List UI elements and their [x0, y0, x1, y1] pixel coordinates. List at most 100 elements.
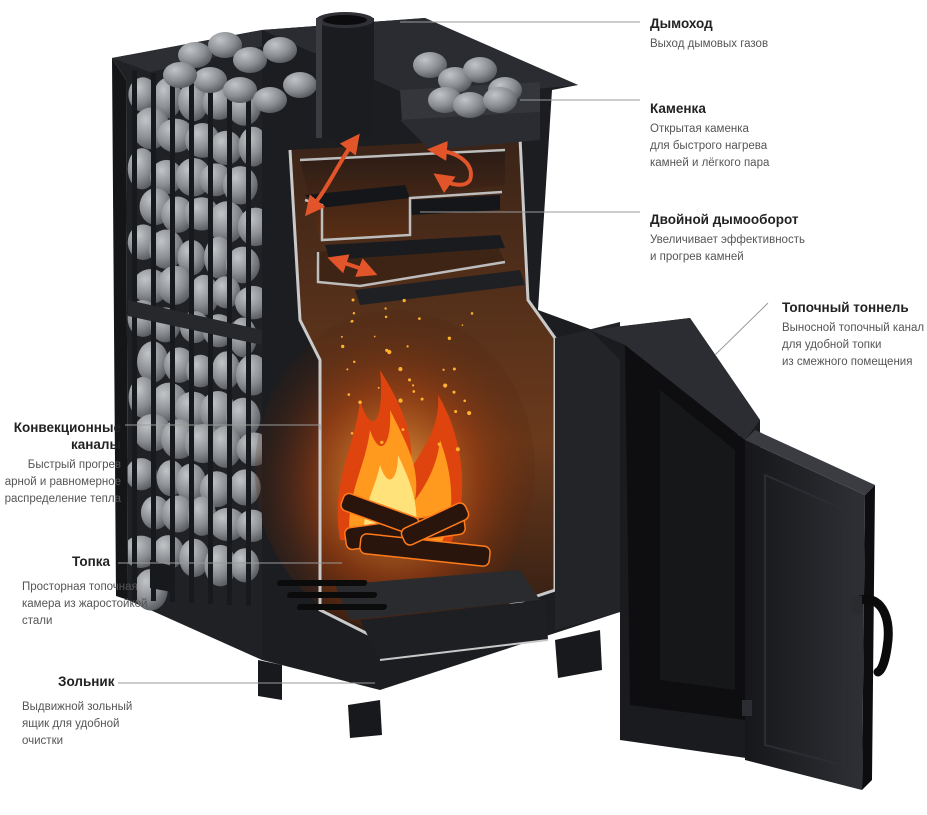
spark	[467, 410, 472, 416]
basket-bar	[208, 82, 213, 604]
basket-bar	[227, 85, 232, 605]
stone	[211, 276, 241, 309]
spark	[373, 335, 376, 338]
callout-desc: Выход дымовых газов	[650, 36, 768, 53]
callout-heater: Каменка Открытая каменка для быстрого на…	[650, 100, 769, 172]
spark	[341, 344, 345, 349]
callout-title: Каменка	[650, 101, 706, 116]
basket-bar	[189, 79, 194, 603]
spark	[346, 368, 349, 371]
stone	[156, 118, 195, 153]
spark	[455, 447, 460, 452]
stone	[208, 425, 242, 468]
callout-desc-line: распределение тепла	[4, 493, 121, 505]
callout-desc-line: Выдвижной зольный	[22, 701, 133, 713]
basket-bar	[132, 70, 137, 600]
heat-flow-arrows	[305, 133, 473, 277]
basket-bar	[246, 88, 251, 606]
callout-chimney: Дымоход Выход дымовых газов	[650, 15, 768, 53]
spark	[412, 390, 416, 393]
stone	[161, 196, 194, 233]
callout-title: Конвекционные каналы	[5, 419, 121, 453]
callout-desc-line: ящик для удобной	[22, 718, 120, 730]
spark	[350, 320, 353, 323]
door-hinge-top	[738, 420, 748, 436]
heater-stone	[483, 87, 517, 113]
door[interactable]	[738, 420, 893, 790]
spark	[461, 324, 464, 326]
spark	[347, 393, 351, 396]
spark	[402, 298, 406, 303]
stone	[157, 265, 193, 305]
callout-title: Топочный тоннель	[782, 300, 909, 315]
grate-slots	[277, 580, 388, 610]
callout-desc: Выдвижной зольный ящик для удобной очист…	[22, 699, 132, 750]
heater-stone	[178, 42, 212, 68]
spark	[447, 336, 452, 340]
callout-desc-line: для удобной топки	[782, 339, 882, 351]
spark	[353, 360, 356, 364]
basket-bars	[132, 70, 251, 606]
spark	[398, 367, 403, 372]
logs	[340, 492, 491, 567]
callout-desc-line: Просторная топочная	[22, 581, 138, 593]
stone	[235, 354, 270, 396]
stove-legs	[150, 560, 602, 738]
grate-slot	[287, 592, 378, 598]
stone	[209, 130, 243, 166]
callout-title-line: каналы	[70, 437, 121, 452]
spark	[352, 312, 356, 315]
callout-desc-line: арной и равномерное	[4, 476, 121, 488]
spark	[340, 335, 343, 338]
stone	[236, 509, 269, 542]
spark	[452, 390, 456, 394]
spark	[407, 378, 412, 382]
heater-stone	[283, 72, 317, 98]
heater-stone	[208, 32, 242, 58]
spark	[463, 399, 466, 403]
heater-stone	[163, 62, 197, 88]
door-handle[interactable]	[852, 594, 893, 677]
callout-title-line: Конвекционные	[13, 420, 121, 435]
heater-stone	[253, 87, 287, 113]
leader-lines	[118, 21, 769, 684]
spark	[387, 349, 392, 355]
stone	[211, 351, 241, 390]
callout-firebox: Топка	[72, 553, 110, 570]
grate-slot	[296, 604, 388, 610]
spark	[454, 409, 458, 414]
spark	[470, 312, 474, 315]
spark	[437, 442, 441, 446]
stone	[152, 535, 184, 570]
callout-desc-line: очистки	[22, 735, 64, 747]
callout-convection: Конвекционные каналы Быстрый прогрев арн…	[5, 419, 121, 508]
callout-desc-line: Увеличивает эффективность	[650, 234, 805, 246]
spark	[442, 368, 445, 371]
spark	[411, 384, 415, 387]
log	[400, 502, 470, 546]
stone	[238, 126, 269, 167]
stone	[122, 535, 160, 568]
callout-fire-tunnel: Топочный тоннель Выносной топочный канал…	[782, 299, 924, 371]
callout-desc-line: стали	[22, 615, 53, 627]
spark	[380, 440, 384, 444]
heater-stone	[233, 47, 267, 73]
spark	[418, 317, 421, 320]
heater-stone	[193, 67, 227, 93]
heater-stone	[453, 92, 487, 118]
sparks	[340, 298, 474, 452]
spark	[401, 428, 405, 432]
basket-bar	[170, 76, 175, 602]
callout-desc: Быстрый прогрев арной и равномерное расп…	[5, 457, 121, 508]
basket-bar	[151, 73, 156, 601]
callout-desc-line: для быстрого нагрева	[650, 140, 768, 152]
callout-double-flue: Двойной дымооборот Увеличивает эффективн…	[650, 211, 805, 266]
callout-title: Дымоход	[650, 16, 713, 31]
callout-desc-line: камней и лёгкого пара	[650, 157, 770, 169]
callout-desc-line: камера из жаростойкой	[22, 598, 148, 610]
heater-stone	[413, 52, 447, 78]
stone	[226, 397, 261, 439]
spark	[398, 398, 403, 403]
callout-desc: Выносной топочный канал для удобной топк…	[782, 320, 924, 371]
